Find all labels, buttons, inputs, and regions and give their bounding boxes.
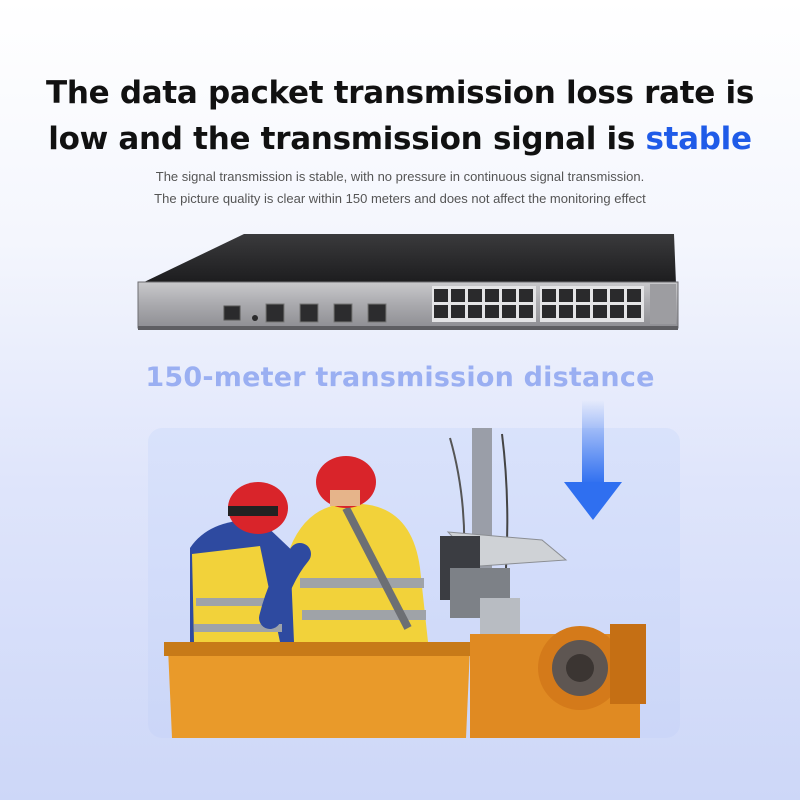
rj45-port [610,305,624,318]
headline-line-2: low and the transmission signal is stabl… [0,116,800,162]
rj45-port [485,289,499,302]
rj45-port [576,289,590,302]
status-led-panel [650,284,676,324]
port-block [540,286,644,322]
rj45-port [468,305,482,318]
rj45-port [559,289,573,302]
rj45-port [451,305,465,318]
sfp-ports [265,303,387,323]
subtitle-line-1: The signal transmission is stable, with … [155,169,645,184]
rj45-port [576,305,590,318]
mounted-equipment [440,531,568,638]
headline: The data packet transmission loss rate i… [0,70,800,162]
headline-line-1: The data packet transmission loss rate i… [46,75,754,111]
rj45-port [593,289,607,302]
crane-arm [470,624,646,738]
rj45-port [485,305,499,318]
rj45-port [468,289,482,302]
rj45-port [434,289,448,302]
headline-line-2-prefix: low and the transmission signal is [48,121,646,157]
rj45-port [593,305,607,318]
rj45-port [519,305,533,318]
rj45-port [627,289,641,302]
workers-on-lift-photo [164,428,646,738]
subtitle-line-2: The picture quality is clear within 150 … [154,191,646,206]
reset-button [252,315,258,321]
port-block [432,286,536,322]
switch-top-face [140,234,676,284]
console-port [223,305,241,321]
rj45-port [451,289,465,302]
worker-right [259,456,428,642]
rj45-port [502,289,516,302]
headline-accent-word: stable [645,121,753,157]
rj45-port-blocks [432,286,644,322]
rj45-port [542,305,556,318]
network-switch-illustration [137,234,679,330]
rj45-port [434,305,448,318]
subtitle: The signal transmission is stable, with … [0,166,800,210]
rj45-port [627,305,641,318]
lift-bucket [168,648,470,738]
rj45-port [502,305,516,318]
rj45-port [542,289,556,302]
arrow-down-icon [564,400,622,520]
rj45-port [610,289,624,302]
distance-label: 150-meter transmission distance [145,362,655,393]
rj45-port [519,289,533,302]
rj45-port [559,305,573,318]
